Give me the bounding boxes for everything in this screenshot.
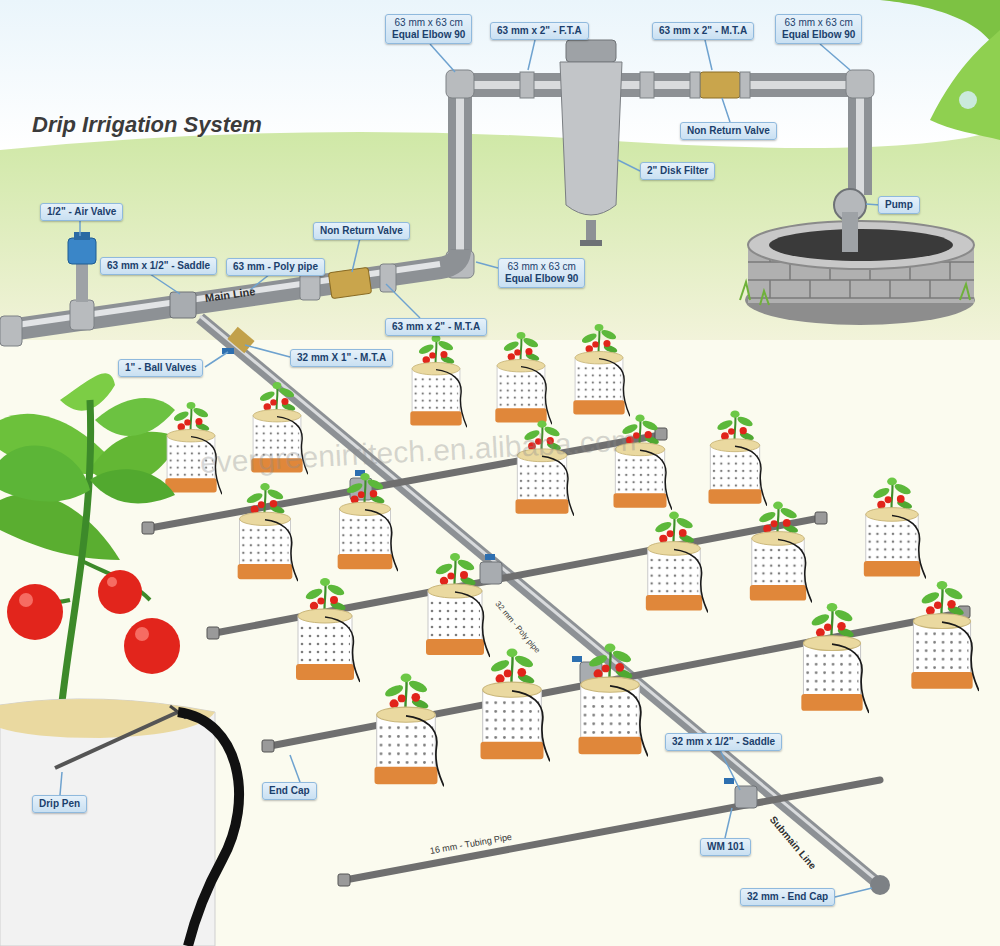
callout-box: 63 mm x 63 cmEqual Elbow 90 — [498, 258, 585, 288]
callout-box: WM 101 — [700, 838, 751, 856]
callout-text: End Cap — [269, 785, 310, 797]
callout-box: 1" - Ball Valves — [118, 359, 203, 377]
callout-text: 2" Disk Filter — [647, 165, 708, 177]
callout-text: 63 mm x 63 cm — [782, 17, 855, 29]
callout-box: Non Return Valve — [313, 222, 410, 240]
callout-text: 63 mm x 2" - F.T.A — [497, 25, 582, 37]
callout-text: Non Return Valve — [687, 125, 770, 137]
callout-box: End Cap — [262, 782, 317, 800]
callout-box: 63 mm x 1/2" - Saddle — [100, 257, 217, 275]
callout-box: Non Return Valve — [680, 122, 777, 140]
callout-text: Equal Elbow 90 — [505, 273, 578, 285]
callout-text: 32 mm X 1" - M.T.A — [297, 352, 386, 364]
callout-box: Drip Pen — [32, 795, 87, 813]
callout-text: 63 mm x 2" - M.T.A — [392, 321, 480, 333]
callout-text: 63 mm - Poly pipe — [233, 261, 318, 273]
callout-text: 63 mm x 2" - M.T.A — [659, 25, 747, 37]
callout-text: 32 mm x 1/2" - Saddle — [672, 736, 775, 748]
callout-text: 1/2" - Air Valve — [47, 206, 116, 218]
diagram-title: Drip Irrigation System — [32, 112, 262, 138]
callout-text: 32 mm - End Cap — [747, 891, 828, 903]
callout-box: 63 mm x 2" - M.T.A — [652, 22, 754, 40]
callout-text: 63 mm x 1/2" - Saddle — [107, 260, 210, 272]
callout-box: 63 mm x 2" - M.T.A — [385, 318, 487, 336]
callout-box: 32 mm X 1" - M.T.A — [290, 349, 393, 367]
callout-box: 63 mm - Poly pipe — [226, 258, 325, 276]
callout-text: Pump — [885, 199, 913, 211]
callout-box: 32 mm x 1/2" - Saddle — [665, 733, 782, 751]
callout-text: 63 mm x 63 cm — [392, 17, 465, 29]
callout-box: 63 mm x 63 cmEqual Elbow 90 — [385, 14, 472, 44]
callout-text: Equal Elbow 90 — [392, 29, 465, 41]
callout-box: 32 mm - End Cap — [740, 888, 835, 906]
callout-text: 1" - Ball Valves — [125, 362, 196, 374]
callout-text: Equal Elbow 90 — [782, 29, 855, 41]
callout-box: 1/2" - Air Valve — [40, 203, 123, 221]
callout-box: 2" Disk Filter — [640, 162, 715, 180]
callout-text: Non Return Valve — [320, 225, 403, 237]
callout-box: Pump — [878, 196, 920, 214]
callout-text: WM 101 — [707, 841, 744, 853]
callout-box: 63 mm x 2" - F.T.A — [490, 22, 589, 40]
callout-box: 63 mm x 63 cmEqual Elbow 90 — [775, 14, 862, 44]
callout-text: Drip Pen — [39, 798, 80, 810]
callout-text: 63 mm x 63 cm — [505, 261, 578, 273]
